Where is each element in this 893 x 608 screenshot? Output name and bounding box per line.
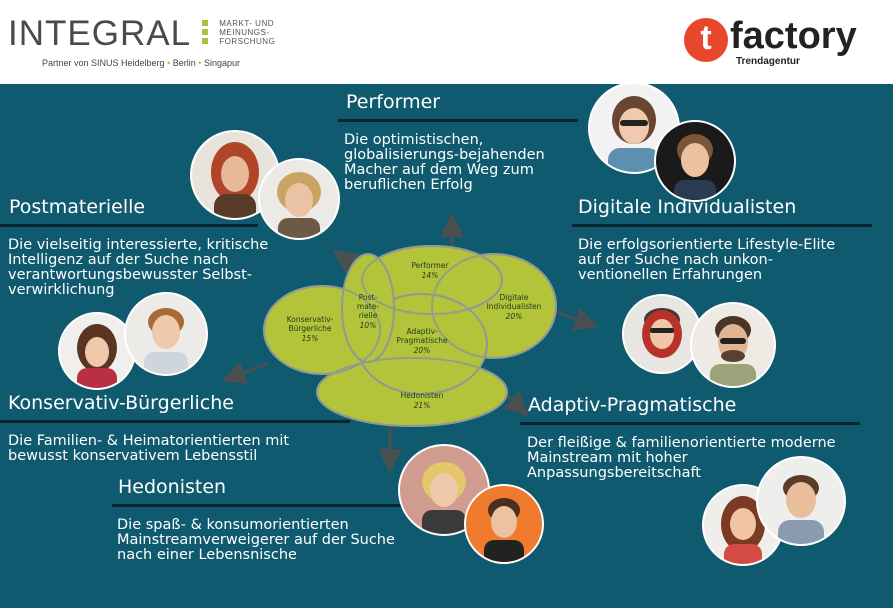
diagram-label-hedonisten: Hedonisten <box>401 391 444 400</box>
t-circle-icon: t <box>684 18 728 62</box>
desc-konservativ: Die Familien- & Heimatorientierten mit b… <box>8 433 290 464</box>
desc-digitale: Die erfolgsorientierte Lifestyle-Elite a… <box>578 237 836 283</box>
diagram-pct-performer: 14% <box>422 271 439 280</box>
header-bar: INTEGRAL MARKT- UND MEINUNGS- FORSCHUNG … <box>0 0 893 84</box>
rule-konservativ <box>0 420 350 423</box>
rule-postmaterielle <box>0 224 258 227</box>
partner-line: Partner von SINUS Heidelberg • Berlin • … <box>42 58 240 68</box>
title-adaptiv: Adaptiv-Pragmatische <box>528 394 737 416</box>
diagram-label-postmat-1: Post- <box>359 293 378 302</box>
photo-konservativ-boy <box>124 292 208 376</box>
rule-digitale <box>572 224 872 227</box>
rule-adaptiv <box>520 422 860 425</box>
diagram-label-digitale-1: Digitale <box>500 293 529 302</box>
integral-subtitle: MARKT- UND MEINUNGS- FORSCHUNG <box>219 19 276 46</box>
integral-wordmark: INTEGRAL <box>8 14 192 53</box>
photo-performer-woman <box>588 82 680 174</box>
photo-adaptiv-man <box>756 456 846 546</box>
title-hedonisten: Hedonisten <box>118 476 227 498</box>
desc-adaptiv: Der fleißige & familienorientierte moder… <box>527 435 836 481</box>
integral-logo: INTEGRAL MARKT- UND MEINUNGS- FORSCHUNG <box>8 16 275 52</box>
diagram-pct-postmat: 10% <box>360 321 377 330</box>
photo-digitale-woman <box>622 294 702 374</box>
diagram-pct-hedonisten: 21% <box>414 401 431 410</box>
diagram-label-adaptiv-1: Adaptiv- <box>406 327 437 336</box>
title-performer: Performer <box>346 91 441 113</box>
diagram-pct-adaptiv: 20% <box>414 346 431 355</box>
rule-hedonisten <box>112 504 402 507</box>
photo-digitale-man <box>690 302 776 388</box>
title-postmaterielle: Postmaterielle <box>9 196 146 218</box>
diagram-pct-konservativ: 15% <box>302 334 319 343</box>
photo-postmat-woman <box>190 130 280 220</box>
diagram-label-konservativ-1: Konservativ- <box>287 315 334 324</box>
integral-dots-icon <box>202 20 209 47</box>
diagram-label-digitale-2: Individualisten <box>487 302 542 311</box>
trendagentur-label: Trendagentur <box>736 56 800 67</box>
photo-konservativ-girl <box>58 312 136 390</box>
desc-performer: Die optimistischen, globalisierungs-beja… <box>344 132 545 193</box>
diagram-label-konservativ-2: Bürgerliche <box>289 324 332 333</box>
photo-postmat-man <box>258 158 340 240</box>
photo-adaptiv-woman <box>702 484 784 566</box>
factory-wordmark: factory <box>730 15 857 57</box>
diagram-pct-digitale: 20% <box>506 312 523 321</box>
rule-performer <box>338 119 578 122</box>
diagram-label-performer: Performer <box>411 261 449 270</box>
desc-postmaterielle: Die vielseitig interessierte, kritische … <box>8 237 269 298</box>
tfactory-logo: t factory Trendagentur <box>684 12 874 72</box>
desc-hedonisten: Die spaß- & konsumorientierten Mainstrea… <box>117 517 395 563</box>
milieu-diagram: Performer 14% Post- mate- rielle 10% Dig… <box>263 245 557 427</box>
diagram-label-postmat-2: mate- <box>357 302 379 311</box>
title-konservativ: Konservativ-Bürgerliche <box>8 392 234 414</box>
diagram-label-adaptiv-2: Pragmatische <box>396 336 448 345</box>
title-digitale-individualisten: Digitale Individualisten <box>578 196 797 218</box>
photo-hedonisten-man <box>464 484 544 564</box>
photo-performer-man <box>654 120 736 202</box>
diagram-label-postmat-3: rielle <box>359 311 378 320</box>
